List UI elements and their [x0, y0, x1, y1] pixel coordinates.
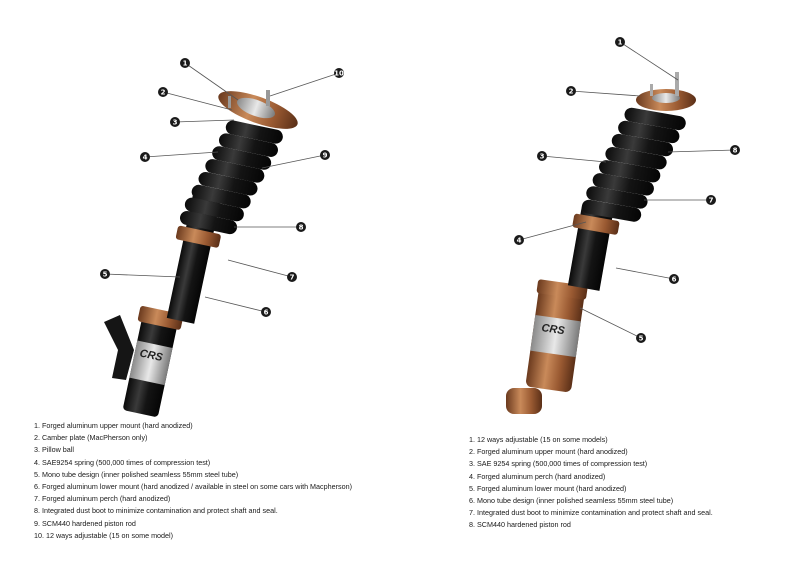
- left-strut-markers: 1 2 3 4 5 6 7 8 9 10: [100, 58, 344, 317]
- svg-text:7: 7: [709, 197, 714, 205]
- svg-text:1: 1: [618, 39, 623, 47]
- legend-item: 2. Forged aluminum upper mount (hard ano…: [469, 447, 628, 457]
- left-strut-perch: [175, 225, 221, 248]
- legend-item: 8. Integrated dust boot to minimize cont…: [34, 506, 278, 516]
- svg-text:8: 8: [733, 147, 738, 155]
- svg-text:8: 8: [299, 224, 304, 232]
- legend-item: 3. Pillow ball: [34, 445, 74, 455]
- left-marker-10: 10: [334, 68, 344, 78]
- legend-item: 10. 12 ways adjustable (15 on some model…: [34, 530, 174, 540]
- legend-item: 9. SCM440 hardened piston rod: [34, 518, 136, 528]
- svg-text:2: 2: [569, 88, 574, 96]
- left-strut-legend: 1. Forged aluminum upper mount (hard ano…: [34, 420, 352, 542]
- right-strut-logo: CRS: [541, 322, 566, 337]
- right-strut-perch: [572, 213, 620, 235]
- left-strut: CRS: [104, 90, 298, 417]
- right-marker-6: 6: [669, 274, 679, 284]
- legend-item: 7. Integrated dust boot to minimize cont…: [469, 508, 713, 518]
- svg-text:4: 4: [517, 237, 522, 245]
- right-strut-leaders: [518, 41, 736, 339]
- right-marker-8: 8: [730, 145, 740, 155]
- right-strut-eyelet: [506, 388, 542, 414]
- legend-item: 8. SCM440 hardened piston rod: [469, 520, 571, 530]
- left-strut-lower-mount: [137, 306, 184, 330]
- right-strut-markers: 1 2 3 4 5 6 7 8: [514, 37, 740, 343]
- right-marker-1: 1: [615, 37, 625, 47]
- right-strut-adjuster: [675, 72, 679, 96]
- svg-text:6: 6: [672, 276, 677, 284]
- left-strut-stud: [266, 90, 270, 106]
- right-marker-2: 2: [566, 86, 576, 96]
- right-strut-legend: 1. 12 ways adjustable (15 on some models…: [469, 434, 713, 532]
- left-strut-upper-mount: [237, 97, 275, 119]
- svg-text:4: 4: [143, 154, 148, 162]
- right-strut: CRS: [506, 72, 696, 414]
- right-marker-4: 4: [514, 235, 524, 245]
- svg-text:10: 10: [334, 70, 344, 78]
- right-marker-3: 3: [537, 151, 547, 161]
- legend-item: 5. Mono tube design (inner polished seam…: [34, 469, 239, 479]
- legend-item: 1. 12 ways adjustable (15 on some models…: [469, 435, 608, 444]
- right-strut-spring: [581, 107, 686, 222]
- legend-item: 7. Forged aluminum perch (hard anodized): [34, 494, 171, 504]
- svg-text:6: 6: [264, 309, 269, 317]
- legend-item: 4. Forged aluminum perch (hard anodized): [469, 471, 606, 481]
- legend-item: 5. Forged aluminum lower mount (hard ano…: [469, 483, 627, 493]
- svg-text:7: 7: [290, 274, 295, 282]
- svg-text:2: 2: [161, 89, 166, 97]
- right-strut-sticker: [530, 315, 581, 358]
- left-marker-7: 7: [287, 272, 297, 282]
- svg-text:5: 5: [639, 335, 644, 343]
- legend-item: 3. SAE 9254 spring (500,000 times of com…: [469, 459, 648, 469]
- left-marker-1: 1: [180, 58, 190, 68]
- left-marker-9: 9: [320, 150, 330, 160]
- left-strut-leaders: [104, 62, 340, 313]
- left-marker-3: 3: [170, 117, 180, 127]
- left-marker-6: 6: [261, 307, 271, 317]
- left-marker-8: 8: [296, 222, 306, 232]
- svg-text:9: 9: [323, 152, 328, 160]
- legend-item: 2. Camber plate (MacPherson only): [34, 433, 148, 443]
- left-marker-4: 4: [140, 152, 150, 162]
- left-strut-spring: [180, 120, 283, 235]
- left-strut-knuckle-bracket: [104, 315, 134, 380]
- left-marker-2: 2: [158, 87, 168, 97]
- legend-item: 6. Mono tube design (inner polished seam…: [469, 496, 674, 506]
- left-strut-logo: CRS: [138, 347, 164, 364]
- left-strut-sticker: [129, 340, 173, 386]
- left-marker-5: 5: [100, 269, 110, 279]
- svg-text:1: 1: [183, 60, 188, 68]
- svg-text:5: 5: [103, 271, 108, 279]
- right-marker-5: 5: [636, 333, 646, 343]
- svg-text:3: 3: [540, 153, 545, 161]
- legend-item: 1. Forged aluminum upper mount (hard ano…: [34, 421, 193, 430]
- svg-text:3: 3: [173, 119, 178, 127]
- legend-item: 4. SAE9254 spring (500,000 times of comp…: [34, 457, 211, 467]
- legend-item: 6. Forged aluminum lower mount (hard ano…: [34, 482, 353, 492]
- right-marker-7: 7: [706, 195, 716, 205]
